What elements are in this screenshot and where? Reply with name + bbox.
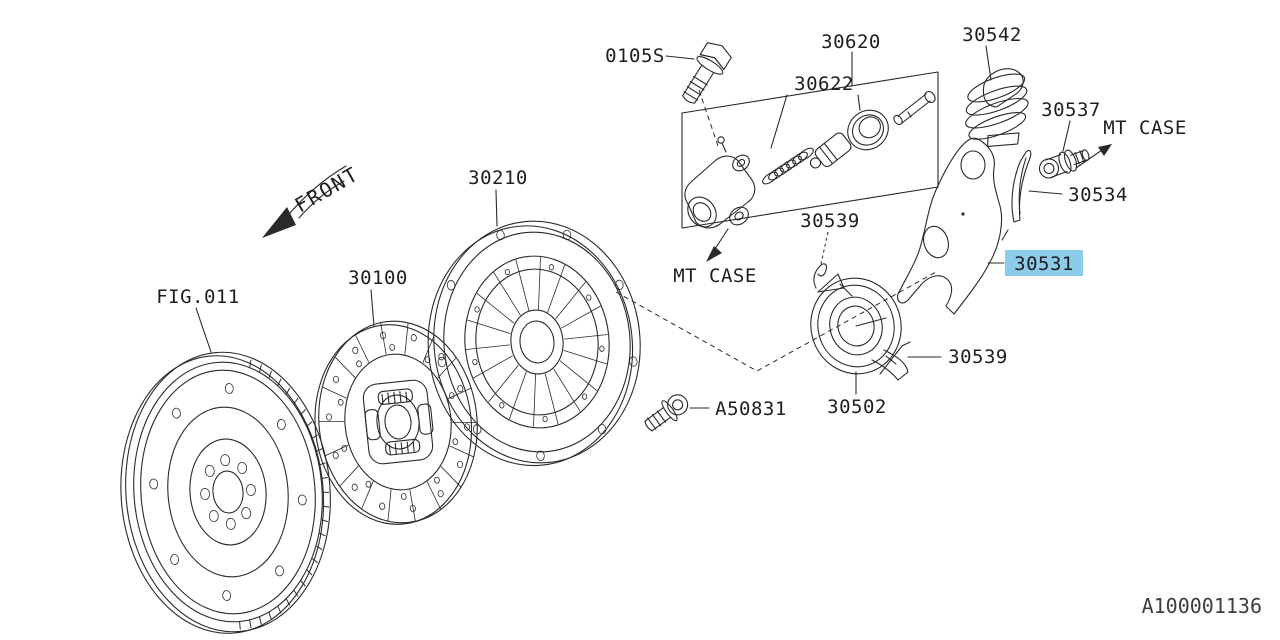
label-mt-case-right: MT CASE bbox=[1103, 117, 1187, 139]
label-30100[interactable]: 30100 bbox=[348, 267, 408, 289]
disc-rivets-outer bbox=[325, 331, 471, 513]
label-fig011[interactable]: FIG.011 bbox=[156, 286, 240, 308]
label-30210[interactable]: 30210 bbox=[468, 167, 528, 189]
rod-30534-drawing bbox=[1001, 149, 1032, 241]
highlight-box[interactable] bbox=[1005, 250, 1083, 276]
operating-cylinder-box bbox=[681, 71, 939, 229]
boot-drawing bbox=[965, 68, 1029, 147]
disc-rivets-inner bbox=[337, 344, 459, 500]
flywheel-hub-holes bbox=[200, 454, 256, 530]
flywheel-bolt-holes bbox=[149, 383, 307, 601]
release-bearing-drawing bbox=[810, 273, 909, 381]
diaphragm-fingers bbox=[466, 257, 608, 427]
mt-case-arrow-right bbox=[1075, 144, 1112, 169]
release-fork-drawing bbox=[897, 137, 1003, 315]
label-30537[interactable]: 30537 bbox=[1041, 99, 1101, 121]
clip-upper-drawing bbox=[813, 263, 828, 289]
push-rod bbox=[893, 90, 936, 126]
mt-case-arrow-left bbox=[706, 228, 729, 262]
label-30534[interactable]: 30534 bbox=[1068, 184, 1128, 206]
clip-lower-drawing bbox=[879, 341, 911, 375]
label-front: FRONT bbox=[291, 161, 364, 217]
finger-slots bbox=[472, 264, 605, 423]
label-30539-upper[interactable]: 30539 bbox=[800, 210, 860, 232]
bolt-0105s-drawing bbox=[682, 42, 732, 104]
clutch-disc-drawing bbox=[314, 320, 478, 525]
label-30622[interactable]: 30622 bbox=[794, 73, 854, 95]
label-30531-highlighted[interactable]: 30531 bbox=[1005, 250, 1083, 276]
label-0105s[interactable]: 0105S bbox=[605, 45, 665, 67]
switch-bolt-drawing bbox=[1038, 149, 1090, 179]
bolt-alignment-dash bbox=[698, 89, 719, 147]
piston-cup bbox=[847, 109, 889, 151]
flywheel-drawing bbox=[120, 351, 331, 634]
label-30620[interactable]: 30620 bbox=[821, 31, 881, 53]
screw-a50831-drawing bbox=[644, 394, 689, 432]
slave-cylinder-body bbox=[684, 136, 756, 229]
cylinder-piston bbox=[809, 132, 852, 169]
cover-bolt-holes bbox=[437, 229, 638, 461]
leader-lines bbox=[195, 45, 1071, 409]
label-mt-case-left: MT CASE bbox=[673, 265, 757, 287]
label-30531[interactable]: 30531 bbox=[1014, 253, 1074, 275]
disc-segments bbox=[318, 322, 478, 522]
label-30539-lower[interactable]: 30539 bbox=[948, 346, 1008, 368]
doc-number: A100001136 bbox=[1142, 594, 1262, 618]
label-30502[interactable]: 30502 bbox=[827, 396, 887, 418]
front-arrow bbox=[262, 165, 347, 238]
label-a50831[interactable]: A50831 bbox=[715, 398, 787, 420]
piston-spring bbox=[762, 147, 814, 185]
ring-gear-teeth bbox=[239, 359, 330, 630]
clip-upper-dash bbox=[820, 231, 829, 265]
axis-dashed-line bbox=[615, 271, 937, 372]
clutch-cover-drawing bbox=[427, 220, 641, 467]
label-30542[interactable]: 30542 bbox=[962, 24, 1022, 46]
